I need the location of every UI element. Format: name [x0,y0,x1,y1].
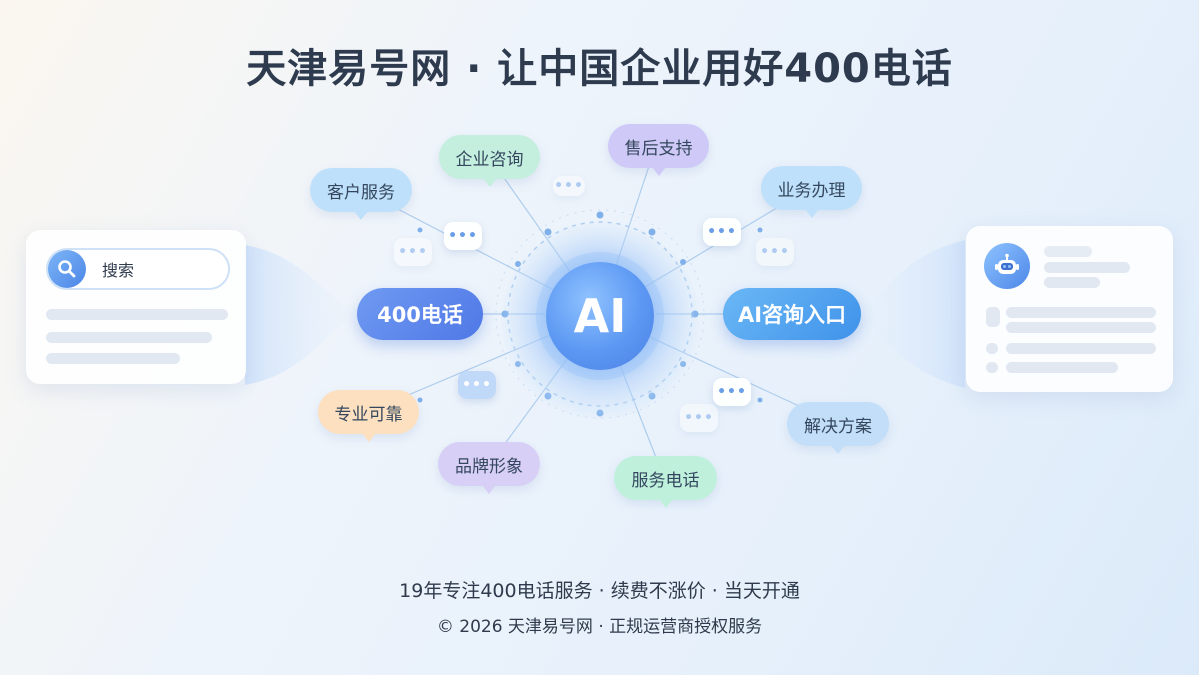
placeholder-line [1006,343,1156,354]
node-professional: 专业可靠 [318,390,419,442]
robot-icon [984,243,1030,289]
footer-copyright: © 2026 天津易号网 · 正规运营商授权服务 [436,617,763,637]
placeholder-line [1044,262,1130,273]
node-solution: 解决方案 [787,402,889,454]
placeholder-line [1006,322,1156,333]
chat-bubble-icon: ••• [394,238,432,266]
chat-bubble-icon: ••• [458,371,496,399]
chat-bubble-icon: ••• [756,238,794,266]
search-label: 搜索 [102,261,135,280]
node-phone-service: 服务电话 [614,456,717,508]
chat-bubble-icon: ••• [713,378,751,406]
chat-bubble-icon: ••• [680,404,718,432]
right-flow-shape [862,240,965,388]
placeholder-line [986,362,998,373]
search-input[interactable]: 搜索 [46,248,230,290]
node-after-sales: 售后支持 [608,124,709,176]
placeholder-line [46,332,212,343]
placeholder-line [1006,362,1118,373]
placeholder-line [986,343,998,354]
placeholder-line [1044,277,1100,288]
ai-center-node: AI [546,262,654,370]
chat-bubble-icon: ••• [553,176,585,196]
chat-bubble-icon: ••• [703,218,741,246]
node-enterprise-consulting: 企业咨询 [439,135,540,187]
footer-tagline: 19年专注400电话服务 · 续费不涨价 · 当天开通 [399,580,800,602]
search-icon [48,250,86,288]
node-ai-consult-entry: AI咨询入口 [723,288,861,340]
node-400-phone: 400电话 [357,288,483,340]
placeholder-line [46,353,180,364]
placeholder-line [1044,246,1092,257]
placeholder-line [986,307,1000,327]
left-flow-shape [245,245,355,385]
node-business-handling: 业务办理 [761,166,862,218]
chat-bubble-icon: ••• [444,222,482,250]
placeholder-line [1006,307,1156,318]
placeholder-line [46,309,228,320]
node-brand-image: 品牌形象 [438,442,540,494]
node-customer-service: 客户服务 [310,168,412,220]
page-title: 天津易号网 · 让中国企业用好400电话 [246,46,953,92]
